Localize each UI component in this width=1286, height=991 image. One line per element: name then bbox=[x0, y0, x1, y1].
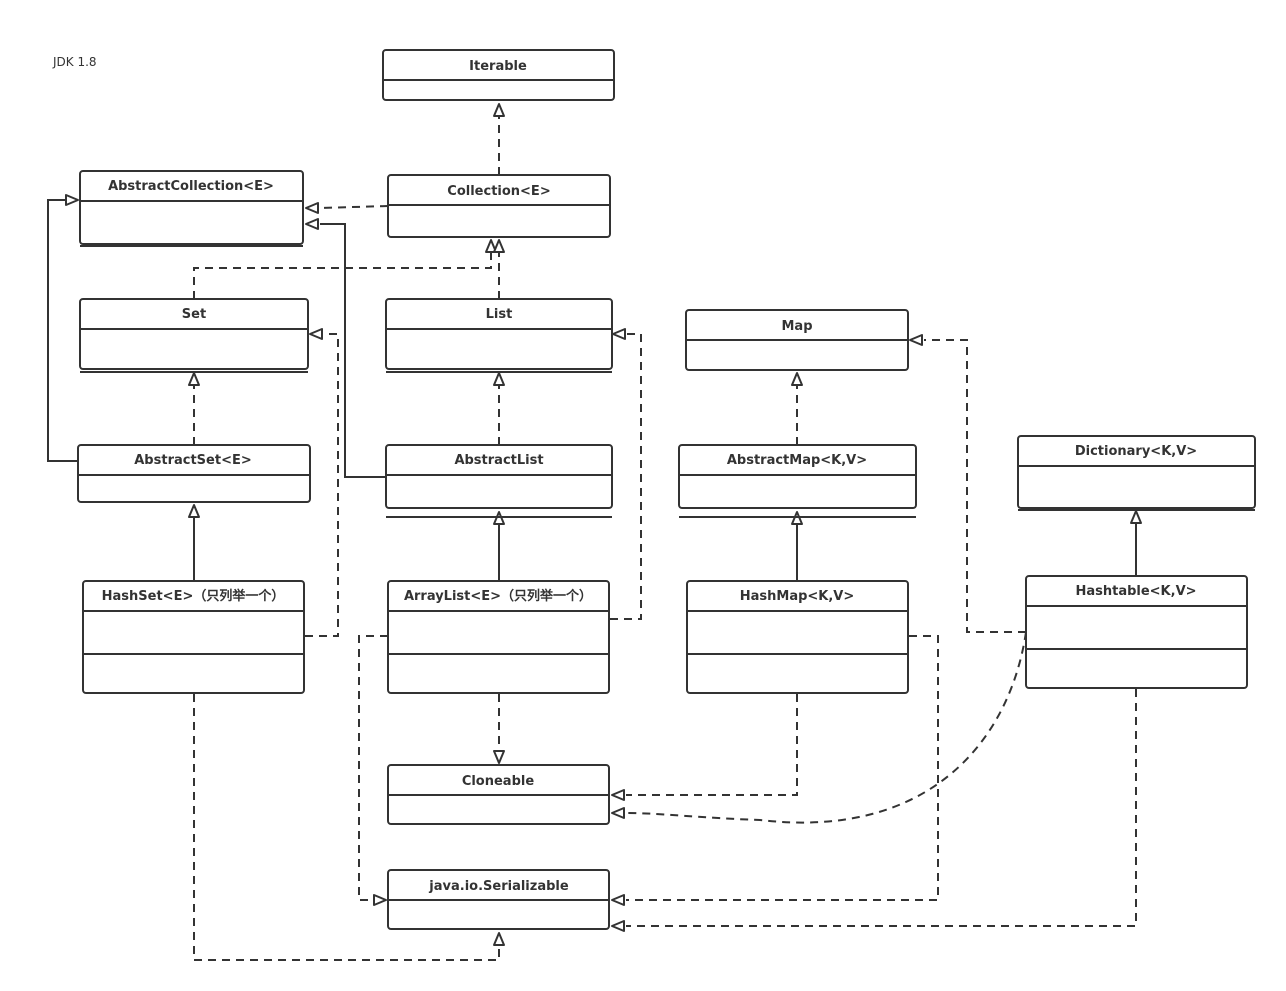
class-list: List bbox=[385, 298, 613, 373]
edge-hashset-serializable bbox=[193, 694, 500, 961]
class-title: AbstractMap<K,V> bbox=[727, 453, 867, 468]
arrowhead bbox=[188, 504, 200, 518]
class-box-frame bbox=[82, 580, 305, 694]
edge-hashtable-map bbox=[924, 339, 1026, 633]
arrowhead bbox=[791, 372, 803, 386]
class-set: Set bbox=[79, 298, 309, 373]
edge-hashmap-serializable bbox=[626, 635, 939, 901]
arrowhead bbox=[188, 372, 200, 386]
arrowhead bbox=[611, 920, 625, 932]
class-box-frame bbox=[385, 444, 613, 509]
class-serializable: java.io.Serializable bbox=[387, 869, 610, 930]
class-cloneable: Cloneable bbox=[387, 764, 610, 825]
arrowhead bbox=[305, 202, 319, 214]
arrowhead bbox=[909, 334, 923, 346]
arrowhead bbox=[305, 218, 319, 230]
class-box-frame bbox=[387, 580, 610, 694]
arrowhead bbox=[493, 372, 505, 386]
class-title: Cloneable bbox=[462, 774, 535, 789]
edge-abstractlist-abstractcollection bbox=[320, 223, 386, 478]
class-array-list: ArrayList<E>（只列举一个） bbox=[387, 580, 610, 694]
arrowhead bbox=[611, 894, 625, 906]
class-title: Collection<E> bbox=[447, 184, 550, 199]
arrowhead bbox=[493, 750, 505, 764]
arrowhead bbox=[611, 807, 625, 819]
class-hash-map: HashMap<K,V> bbox=[686, 580, 909, 694]
class-box-frame bbox=[1025, 575, 1248, 689]
arrowhead bbox=[373, 894, 387, 906]
class-hashtable: Hashtable<K,V> bbox=[1025, 575, 1248, 689]
class-map: Map bbox=[685, 309, 909, 371]
class-title: AbstractList bbox=[454, 453, 543, 468]
edge-abstractcollection-collection bbox=[319, 205, 389, 209]
class-abstract-set: AbstractSet<E> bbox=[77, 444, 311, 503]
class-title: Hashtable<K,V> bbox=[1075, 584, 1196, 599]
arrowhead bbox=[493, 239, 505, 253]
class-title: Set bbox=[182, 307, 206, 322]
edge-abstractset-abstractcollection bbox=[47, 199, 78, 462]
class-box-frame bbox=[678, 444, 917, 509]
edge-hashtable-serializable bbox=[626, 689, 1137, 927]
class-abstract-collection: AbstractCollection<E> bbox=[79, 170, 304, 247]
edge-arraylist-list bbox=[610, 333, 642, 620]
class-title: AbstractCollection<E> bbox=[108, 179, 274, 194]
class-collection: Collection<E> bbox=[387, 174, 611, 238]
class-title: HashMap<K,V> bbox=[740, 589, 855, 604]
arrowhead bbox=[611, 789, 625, 801]
class-abstract-map: AbstractMap<K,V> bbox=[678, 444, 917, 518]
class-title: Iterable bbox=[469, 59, 527, 74]
class-title: AbstractSet<E> bbox=[134, 453, 251, 468]
class-hash-set: HashSet<E>（只列举一个） bbox=[82, 580, 305, 694]
arrowhead bbox=[1130, 510, 1142, 524]
class-box-frame bbox=[1017, 435, 1256, 509]
class-title: List bbox=[486, 307, 513, 322]
class-title: Map bbox=[781, 319, 812, 334]
class-title: HashSet<E>（只列举一个） bbox=[102, 588, 285, 604]
class-iterable: Iterable bbox=[382, 49, 615, 101]
edge-hashmap-cloneable bbox=[626, 694, 798, 796]
class-box-frame bbox=[79, 298, 309, 370]
class-box-frame bbox=[686, 580, 909, 694]
class-title: Dictionary<K,V> bbox=[1075, 444, 1197, 459]
class-title: ArrayList<E>（只列举一个） bbox=[404, 588, 592, 604]
class-box-frame bbox=[385, 298, 613, 370]
relations bbox=[47, 103, 1142, 961]
class-dictionary: Dictionary<K,V> bbox=[1017, 435, 1256, 511]
class-box-frame bbox=[77, 444, 311, 503]
class-abstract-list: AbstractList bbox=[385, 444, 613, 518]
class-title: java.io.Serializable bbox=[428, 879, 569, 894]
edge-arraylist-serializable bbox=[358, 635, 388, 901]
edge-hashtable-cloneable bbox=[625, 631, 1027, 824]
arrowhead bbox=[485, 239, 497, 253]
class-box-frame bbox=[79, 170, 304, 245]
version-note: JDK 1.8 bbox=[52, 55, 97, 69]
arrowhead bbox=[65, 194, 79, 206]
edge-set-collection bbox=[193, 253, 492, 299]
arrowhead bbox=[309, 328, 323, 340]
arrowhead bbox=[493, 103, 505, 117]
edge-hashset-set bbox=[305, 333, 339, 637]
arrowhead bbox=[612, 328, 626, 340]
arrowhead bbox=[493, 932, 505, 946]
class-box-frame bbox=[382, 49, 615, 101]
